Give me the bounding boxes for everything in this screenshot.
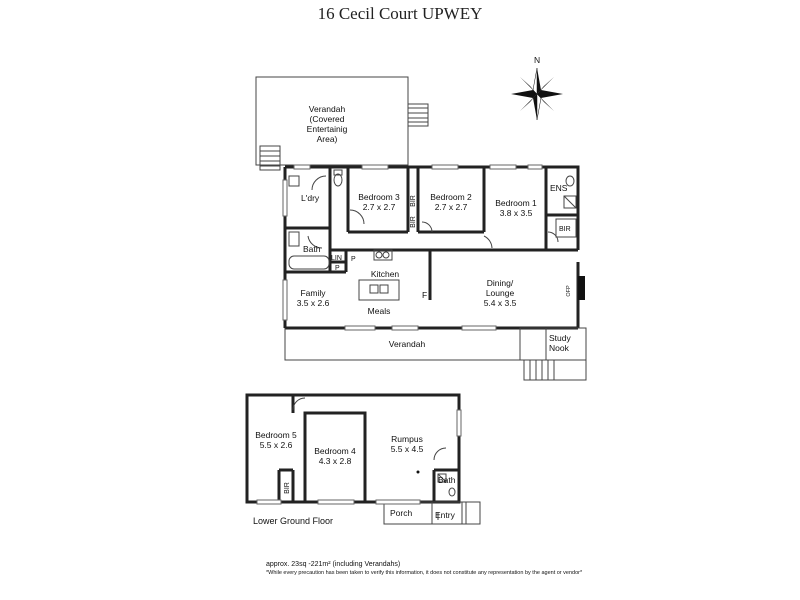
room-dining-line2: Lounge	[486, 288, 515, 298]
room-dining-size: 5.4 x 3.5	[484, 298, 517, 308]
compass-north-label: N	[534, 55, 540, 65]
room-kitchen: Kitchen	[371, 269, 400, 279]
room-bir-lower: BIR	[410, 216, 417, 228]
room-ldry: L'dry	[301, 193, 320, 203]
room-bedroom4-name: Bedroom 4	[314, 446, 356, 456]
room-fridge: F	[422, 290, 427, 300]
verandah-top-line4: Area)	[317, 134, 338, 144]
room-bedroom2-size: 2.7 x 2.7	[435, 202, 468, 212]
room-bedroom1-size: 3.8 x 3.5	[500, 208, 533, 218]
compass-rose-icon	[511, 67, 563, 121]
plan-title: 16 Cecil Court UPWEY	[317, 4, 483, 23]
room-bedroom3-size: 2.7 x 2.7	[363, 202, 396, 212]
room-bir-upper: BIR	[410, 195, 417, 207]
fixtures-lower	[256, 397, 462, 520]
room-bath: Bath	[303, 244, 321, 254]
room-bir-bedroom1: BIR	[559, 226, 571, 233]
area-note: approx. 23sq -221m² (including Verandahs…	[266, 561, 400, 568]
verandah-covered-area	[255, 76, 429, 171]
room-verandah-bottom: Verandah	[389, 339, 426, 349]
lower-floor-walls	[245, 393, 481, 525]
room-bath-lower: Bath	[438, 475, 456, 485]
room-bedroom3-name: Bedroom 3	[358, 192, 400, 202]
room-dining-line1: Dining/	[487, 278, 514, 288]
verandah-top-line3: Entertainig	[307, 124, 348, 134]
room-porch: Porch	[390, 508, 412, 518]
room-bedroom5-name: Bedroom 5	[255, 430, 297, 440]
verandah-top-line2: (Covered	[310, 114, 345, 124]
room-bedroom4-size: 4.3 x 2.8	[319, 456, 352, 466]
room-bedroom5-size: 5.5 x 2.6	[260, 440, 293, 450]
room-bedroom2-name: Bedroom 2	[430, 192, 472, 202]
room-family-size: 3.5 x 2.6	[297, 298, 330, 308]
room-bir-lower-floor: BIR	[284, 482, 291, 494]
lower-ground-floor-label: Lower Ground Floor	[253, 516, 333, 526]
verandah-bottom-area	[284, 327, 587, 381]
room-pantry-small: P	[335, 265, 340, 272]
disclaimer-note: *While every precaution has been taken t…	[266, 570, 583, 576]
room-entry: Entry	[435, 510, 456, 520]
fixtures-upper	[288, 169, 585, 301]
room-bedroom1-name: Bedroom 1	[495, 198, 537, 208]
room-family-name: Family	[300, 288, 326, 298]
room-meals: Meals	[368, 306, 391, 316]
room-ofp: OFP	[566, 285, 572, 297]
verandah-top-line1: Verandah	[309, 104, 346, 114]
room-rumpus-size: 5.5 x 4.5	[391, 444, 424, 454]
room-lin: LIN	[331, 255, 342, 262]
room-study-line1: Study	[549, 333, 571, 343]
room-ens: ENS	[550, 183, 568, 193]
room-pantry: P	[351, 256, 356, 263]
windows-upper	[282, 164, 543, 331]
room-rumpus-name: Rumpus	[391, 434, 423, 444]
room-study-line2: Nook	[549, 343, 570, 353]
